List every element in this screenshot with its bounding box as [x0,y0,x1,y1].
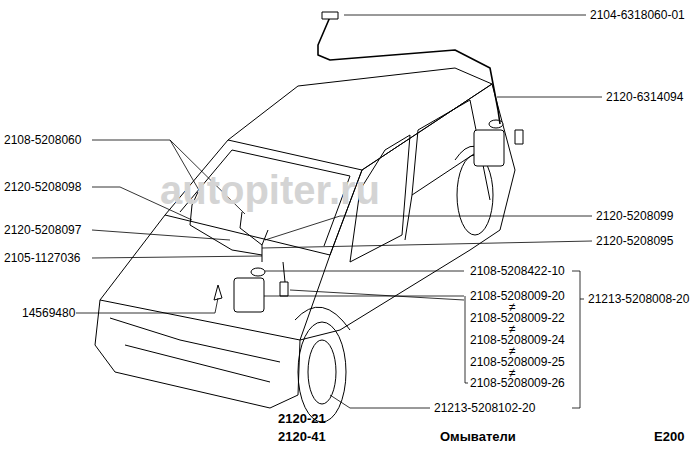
hood-outline [100,215,330,340]
part-number: 2120-5208098 [4,180,81,194]
part-number: 2108-5208060 [4,133,81,147]
leader-line [330,395,430,408]
car-body [95,12,523,422]
part-number: 2120-6314094 [606,90,683,104]
leader-line [264,296,464,297]
sensor-part [214,285,222,300]
leader-line [497,97,602,98]
front-reservoir [234,278,264,312]
rear-nozzle [322,12,338,19]
leader-line [92,256,262,258]
part-number: 2105-1127036 [4,251,81,265]
part-number: 2108-5208009-25 [470,355,565,369]
part-number: 2108-5208009-26 [470,376,565,390]
roof-outline [228,68,492,170]
part-number: 2108-5208009-20 [470,289,565,303]
group-bracket [465,296,468,383]
part-number: 2120-5208097 [4,223,81,237]
part-number: 2104-6318060-01 [590,8,685,22]
part-number: 14569480 [22,306,75,320]
leader-lines [76,15,602,408]
front-wheel-rim [308,340,336,404]
part-number: 2108-5208009-24 [470,333,565,347]
part-number: 2120-5208095 [596,234,673,248]
hose-branch [262,230,268,262]
rear-door-window [412,100,480,195]
grille-line [110,318,280,362]
rear-wheel [457,155,493,235]
leader-line [92,230,230,240]
part-number: 21213-5208102-20 [434,401,535,415]
leader-line [344,15,586,16]
rear-hose [318,17,500,124]
rear-reservoir-cap [489,120,503,128]
rear-reservoir [474,130,504,166]
rear-pump [515,130,523,144]
part-number: 21213-5208008-20 [588,292,689,306]
leader-line [76,298,218,313]
leader-line [265,216,592,240]
leader-line [262,241,592,248]
watermark: autopiter.ru [160,168,380,212]
hose-to-pump [283,262,285,282]
page-code: E200 [654,430,684,444]
front-wheel [298,322,346,422]
leader-line [265,271,464,272]
front-bumper [95,300,300,408]
reservoir-cap [251,268,265,276]
front-arch [295,307,350,330]
leader-line [290,290,464,300]
washer-pump [280,282,288,296]
part-number: 2120-5208099 [596,209,673,223]
model-code: 2120-21 [278,412,326,426]
diagram-caption: Омыватели [440,430,516,444]
model-code: 2120-41 [278,430,326,444]
part-number: 2108-5208422-10 [470,264,565,278]
bumper-line [125,345,270,382]
part-number: 2108-5208009-22 [470,311,565,325]
hose-branch [240,212,262,245]
group-bracket [572,271,584,408]
